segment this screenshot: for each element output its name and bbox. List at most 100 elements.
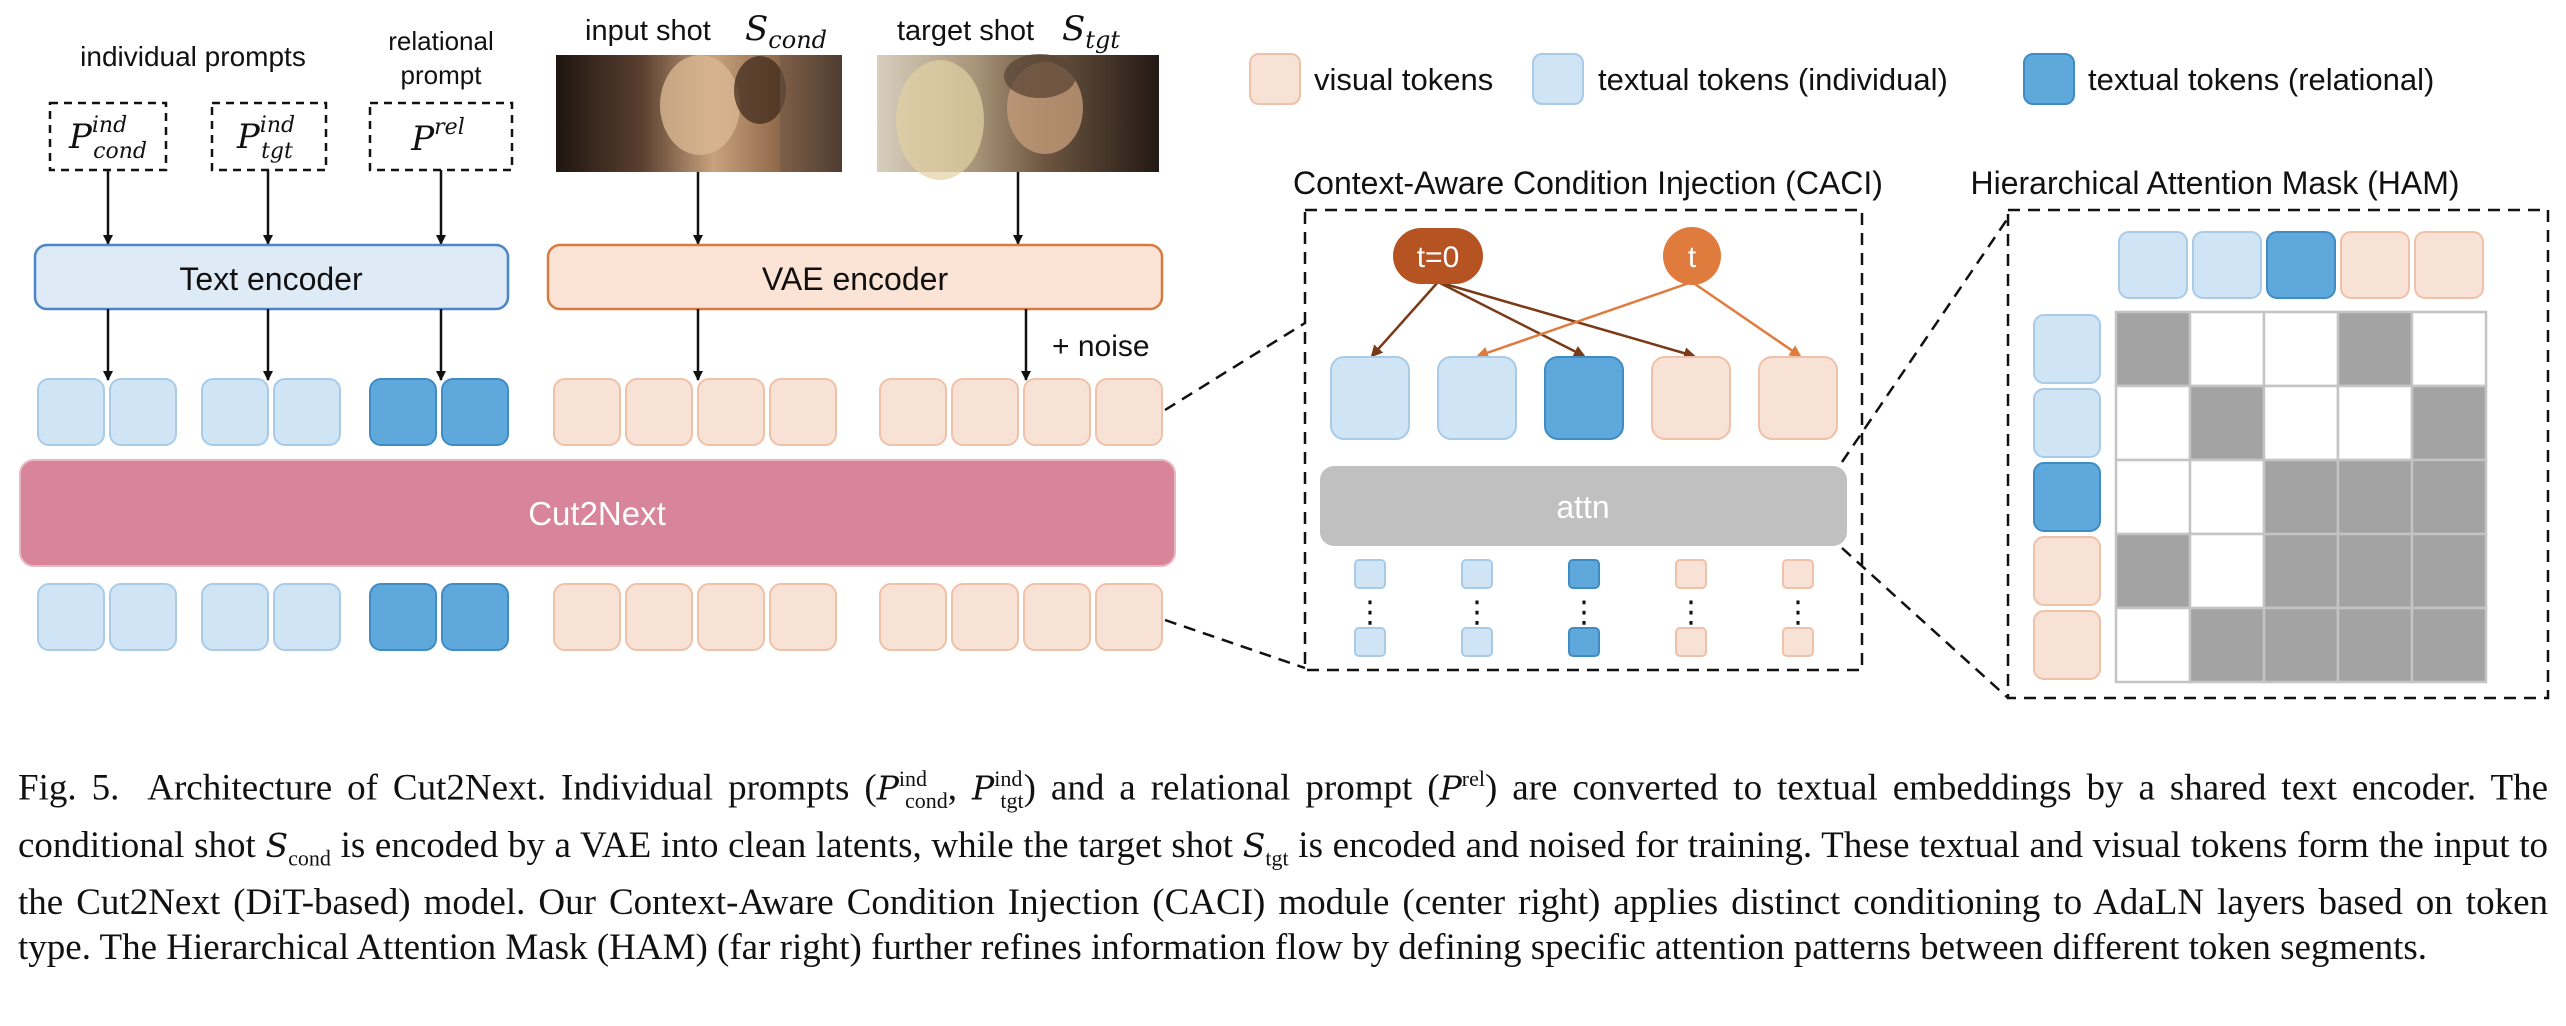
ham-title: Hierarchical Attention Mask (HAM) — [1970, 165, 2459, 201]
prompt-box-rel: Prel — [368, 101, 514, 172]
t0-timestep-node: t=0 — [1393, 228, 1483, 284]
text-token-individual — [37, 583, 105, 651]
svg-text:Prel: Prel — [410, 115, 464, 159]
mask-cell-open — [2410, 310, 2488, 388]
visual-token — [879, 583, 947, 651]
caption-part2: ) and a relational prompt ( — [1023, 767, 1440, 809]
text-token-relational — [1544, 356, 1624, 440]
text-token-relational — [2033, 462, 2101, 532]
caption-sub-tgt-2: tgt — [1265, 845, 1289, 871]
ellipsis-glyph: ⋮ — [1783, 596, 1813, 629]
mask-cell-open — [2188, 458, 2266, 536]
text-token-individual — [2118, 231, 2188, 299]
caption-sym-p-cond: P — [876, 768, 899, 808]
svg-text:Scond: Scond — [745, 9, 827, 54]
text-token-individual — [273, 583, 341, 651]
legend: visual tokens textual tokens (individual… — [1249, 53, 2434, 105]
ham-mask-grid — [2114, 310, 2488, 684]
ellipsis-glyph: ⋮ — [1676, 596, 1706, 629]
legend-textual-relational-label: textual tokens (relational) — [2088, 62, 2434, 97]
svg-text:VAE encoder: VAE encoder — [762, 261, 949, 297]
target-shot-image — [877, 54, 1159, 180]
caci-panel — [1303, 208, 1864, 672]
t-timestep-node: t — [1663, 227, 1721, 285]
legend-textual-individual-swatch — [1532, 53, 1584, 105]
text-token-individual — [1437, 356, 1517, 440]
visual-token — [1758, 356, 1838, 440]
caci-title: Context-Aware Condition Injection (CACI) — [1293, 165, 1883, 201]
caption-sym-p-rel: P — [1439, 768, 1462, 808]
relational-prompt-header-line2: prompt — [401, 60, 483, 90]
caption-sym-s-tgt: S — [1242, 825, 1266, 865]
prompt-cond-sup: ind — [92, 113, 127, 138]
caption-sup-rel: rel — [1461, 766, 1485, 791]
svg-text:Cut2Next: Cut2Next — [528, 495, 666, 532]
mask-cell-open — [2262, 310, 2340, 388]
ham-panel — [2006, 208, 2550, 700]
mask-cell-open — [2188, 310, 2266, 388]
caption-part4: is encoded by a VAE into clean latents, … — [330, 824, 1243, 866]
mask-cell-open — [2114, 458, 2192, 536]
output-token-row — [37, 583, 1163, 651]
visual-token — [951, 583, 1019, 651]
text-token-individual — [2192, 231, 2262, 299]
ellipsis-glyph: ⋮ — [1355, 596, 1385, 629]
mask-cell-masked — [2336, 532, 2414, 610]
input-token-row — [37, 378, 1163, 446]
visual-token — [697, 378, 765, 446]
caption-part3: ) are converted to textual embeddings by… — [18, 767, 2549, 866]
text-token-individual — [2033, 388, 2101, 458]
visual-token — [951, 378, 1019, 446]
svg-text:t: t — [1688, 241, 1697, 274]
visual-token — [2033, 610, 2101, 680]
caption-part5: is encoded and noised for training. Thes… — [18, 824, 2548, 969]
mask-cell-masked — [2336, 606, 2414, 684]
mask-cell-open — [2114, 606, 2192, 684]
svg-text:Stgt: Stgt — [1062, 9, 1120, 54]
visual-token — [1782, 559, 1814, 589]
text-token-individual — [109, 378, 177, 446]
mask-cell-open — [2114, 384, 2192, 462]
architecture-diagram: individual prompts relational prompt Pin… — [19, 9, 2550, 700]
caption-sup-ind-2: ind — [994, 766, 1023, 791]
visual-token — [625, 583, 693, 651]
text-encoder: Text encoder — [33, 243, 510, 311]
mask-cell-masked — [2410, 606, 2488, 684]
encoder-output-arrows — [103, 309, 1031, 381]
legend-visual-swatch — [1249, 53, 1301, 105]
figure-caption: Fig. 5. Architecture of Cut2Next. Indivi… — [18, 756, 2548, 970]
prompt-rel-sup: rel — [434, 115, 465, 140]
visual-token — [697, 583, 765, 651]
svg-text:input shot: input shot — [585, 15, 711, 47]
prompt-cond-sub: cond — [93, 139, 147, 164]
input-shot-symbol-base: S — [745, 9, 768, 49]
text-token-relational — [2266, 231, 2336, 299]
text-token-relational — [1568, 627, 1600, 657]
mask-cell-masked — [2336, 310, 2414, 388]
input-shot-image — [556, 55, 842, 172]
visual-token — [1651, 356, 1731, 440]
mask-cell-masked — [2262, 606, 2340, 684]
mask-cell-masked — [2114, 532, 2192, 610]
svg-text:Text encoder: Text encoder — [179, 261, 363, 297]
caption-sym-p-tgt: P — [972, 768, 995, 808]
caption-sub-cond-1: cond — [905, 787, 948, 813]
text-token-relational — [441, 378, 509, 446]
text-token-individual — [201, 583, 269, 651]
cut2next-model: Cut2Next — [19, 459, 1176, 567]
mask-cell-masked — [2410, 532, 2488, 610]
caci-output-tokens: ⋮⋮⋮⋮⋮ — [1354, 559, 1814, 657]
mask-cell-open — [2336, 384, 2414, 462]
text-token-relational — [369, 378, 437, 446]
mask-cell-masked — [2262, 532, 2340, 610]
mask-cell-masked — [2410, 458, 2488, 536]
text-token-individual — [1461, 627, 1493, 657]
prompt-tgt-sup: ind — [260, 113, 295, 138]
vae-encoder: VAE encoder — [546, 243, 1164, 311]
input-shot-symbol-sub: cond — [768, 26, 827, 54]
visual-token — [1095, 583, 1163, 651]
visual-token — [1095, 378, 1163, 446]
svg-text:attn: attn — [1556, 489, 1609, 525]
caci-arrows — [1370, 280, 1802, 359]
visual-token — [2033, 536, 2101, 606]
